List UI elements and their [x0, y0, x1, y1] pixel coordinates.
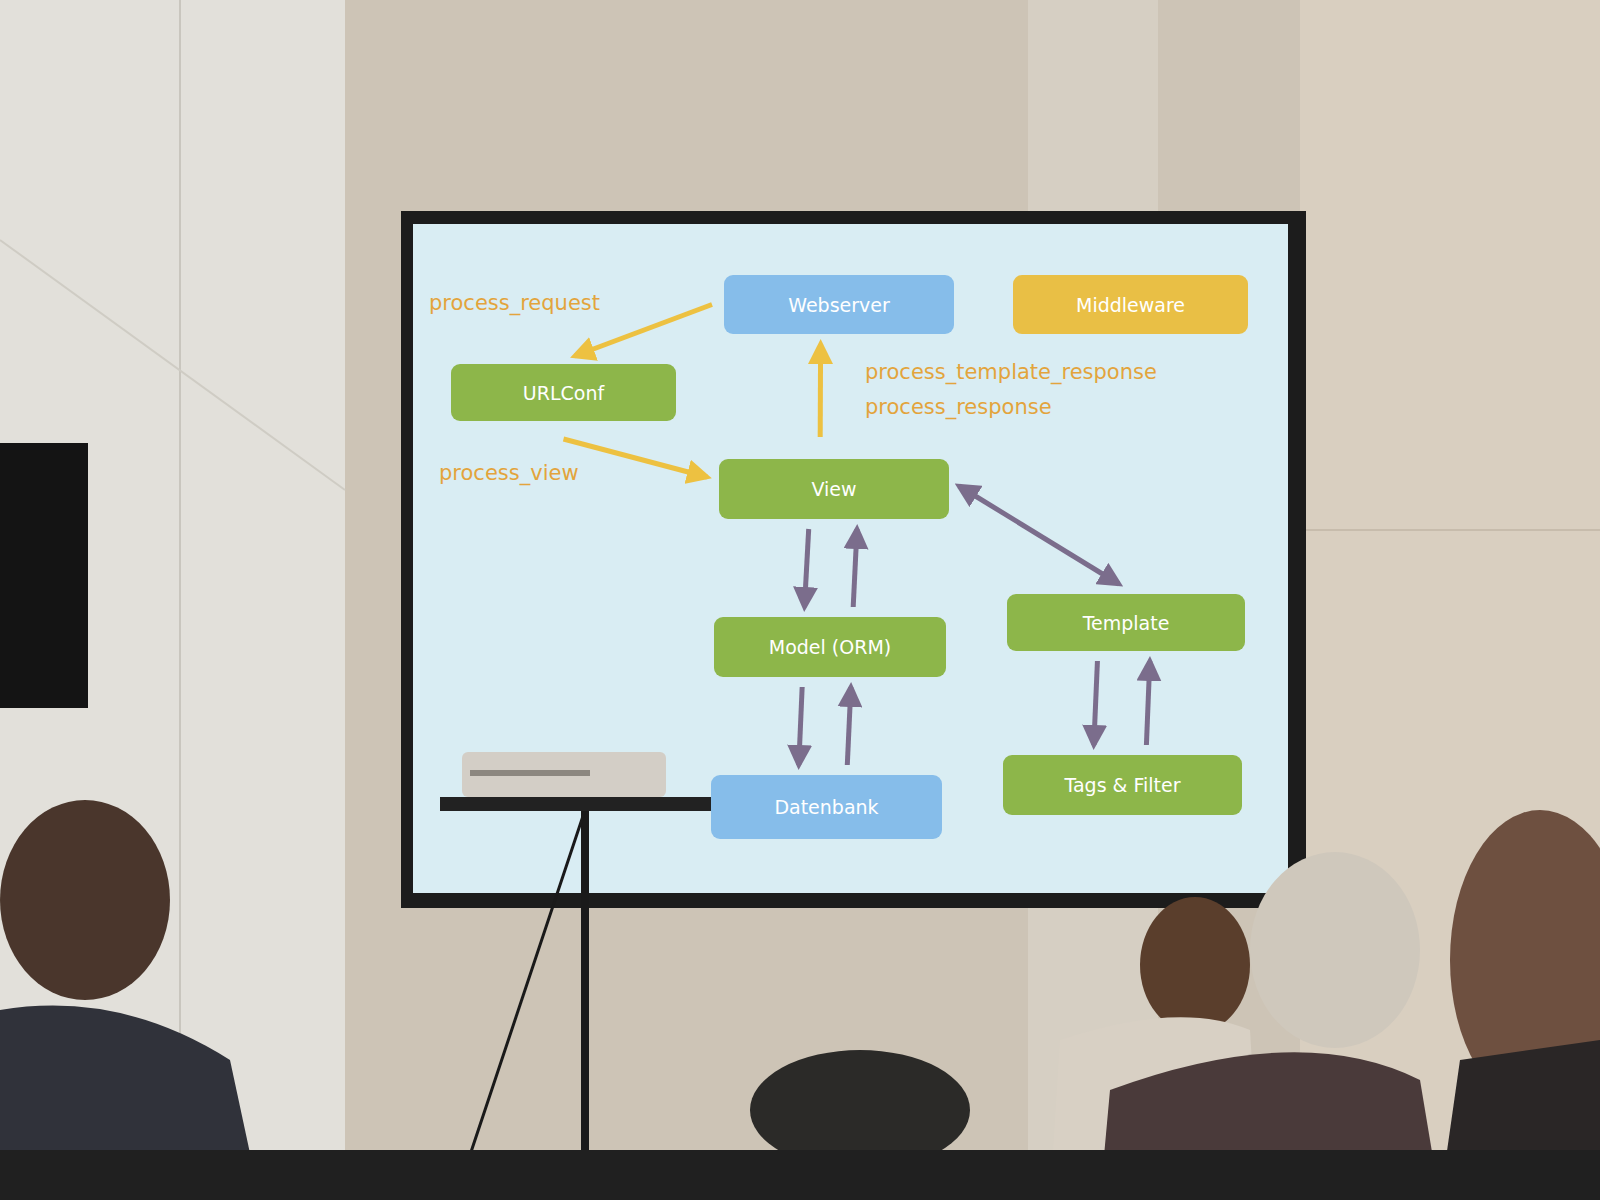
- database-box: Datenbank: [711, 775, 942, 839]
- component-box: URLConf: [451, 364, 676, 421]
- server-box: Webserver: [724, 275, 954, 334]
- flow-arrow: [959, 486, 1119, 584]
- box-label: Datenbank: [774, 796, 878, 818]
- box-label: Webserver: [788, 294, 890, 316]
- box-label: Tags & Filter: [1064, 774, 1180, 796]
- flow-arrow: [853, 529, 857, 607]
- flow-arrow: [804, 529, 808, 607]
- box-label: URLConf: [523, 382, 604, 404]
- flow-arrow: [1146, 661, 1149, 745]
- hook-label: process_request: [426, 286, 603, 321]
- legend-box: Middleware: [1013, 275, 1248, 334]
- hook-label: process_template_response process_respon…: [862, 355, 1168, 425]
- flow-arrow: [847, 687, 851, 765]
- box-label: Model (ORM): [769, 636, 891, 658]
- component-box: Tags & Filter: [1003, 755, 1242, 815]
- flow-arrow: [818, 344, 823, 437]
- component-box: Template: [1007, 594, 1245, 651]
- hook-label: process_view: [436, 456, 582, 491]
- box-label: Middleware: [1076, 294, 1185, 316]
- component-box: View: [719, 459, 949, 519]
- box-label: View: [811, 478, 856, 500]
- box-label: Template: [1083, 612, 1170, 634]
- component-box: Model (ORM): [714, 617, 946, 677]
- flow-arrow: [1094, 661, 1098, 745]
- flow-arrow: [799, 687, 802, 765]
- flow-arrow: [564, 439, 708, 477]
